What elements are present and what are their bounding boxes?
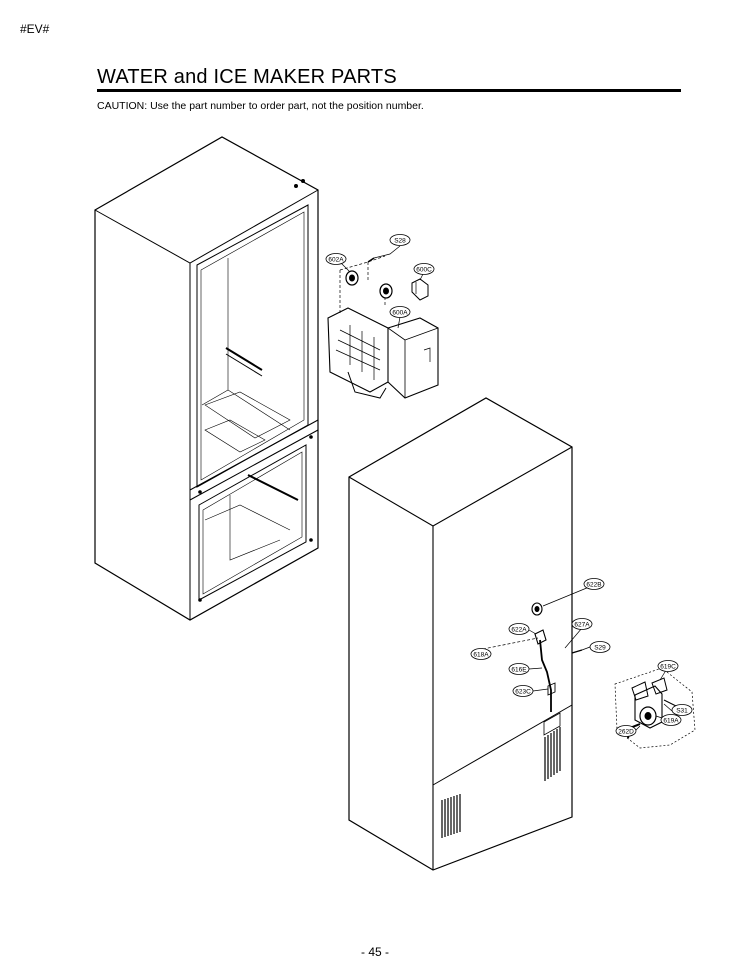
svg-text:S29: S29: [594, 644, 606, 651]
svg-text:S31: S31: [676, 707, 688, 714]
callout-S29: S29: [589, 641, 611, 653]
svg-text:619A: 619A: [663, 717, 679, 724]
callout-600A: 600A: [389, 306, 411, 318]
svg-text:602A: 602A: [328, 256, 344, 263]
caution-note: CAUTION: Use the part number to order pa…: [97, 100, 424, 112]
svg-text:616E: 616E: [511, 666, 527, 673]
callout-619A: 619A: [660, 714, 682, 726]
refrigerator-cabinet-drawing: [94, 136, 319, 621]
svg-text:S28: S28: [394, 237, 406, 244]
refrigerator-rear-drawing: [348, 397, 583, 871]
ice-maker-assembly-drawing: [327, 255, 439, 399]
callout-S28: S28: [389, 234, 411, 246]
svg-text:618A: 618A: [473, 651, 489, 658]
svg-text:622B: 622B: [586, 581, 601, 588]
callout-622B: 622B: [583, 578, 605, 590]
document-code: #EV#: [20, 22, 50, 36]
title-underline: [97, 89, 681, 92]
callout-602A: 602A: [325, 253, 347, 265]
callout-262D: 262D: [615, 725, 637, 737]
svg-text:623C: 623C: [515, 688, 531, 695]
callout-619C: 619C: [657, 660, 679, 672]
svg-text:262D: 262D: [618, 728, 634, 735]
callout-622A: 622A: [508, 623, 530, 635]
callout-leaders: [340, 245, 673, 732]
page-title: WATER and ICE MAKER PARTS: [97, 66, 397, 88]
callout-600C: 600C: [413, 263, 435, 275]
svg-text:619C: 619C: [660, 663, 676, 670]
page-number: - 45 -: [360, 945, 389, 959]
svg-text:600A: 600A: [392, 309, 408, 316]
callout-616E: 616E: [508, 663, 530, 675]
svg-text:627A: 627A: [574, 621, 590, 628]
svg-text:622A: 622A: [511, 626, 527, 633]
callout-627A: 627A: [571, 618, 593, 630]
callout-S31: S31: [671, 704, 693, 716]
svg-text:600C: 600C: [416, 266, 432, 273]
callout-623C: 623C: [512, 685, 534, 697]
callout-618A: 618A: [470, 648, 492, 660]
